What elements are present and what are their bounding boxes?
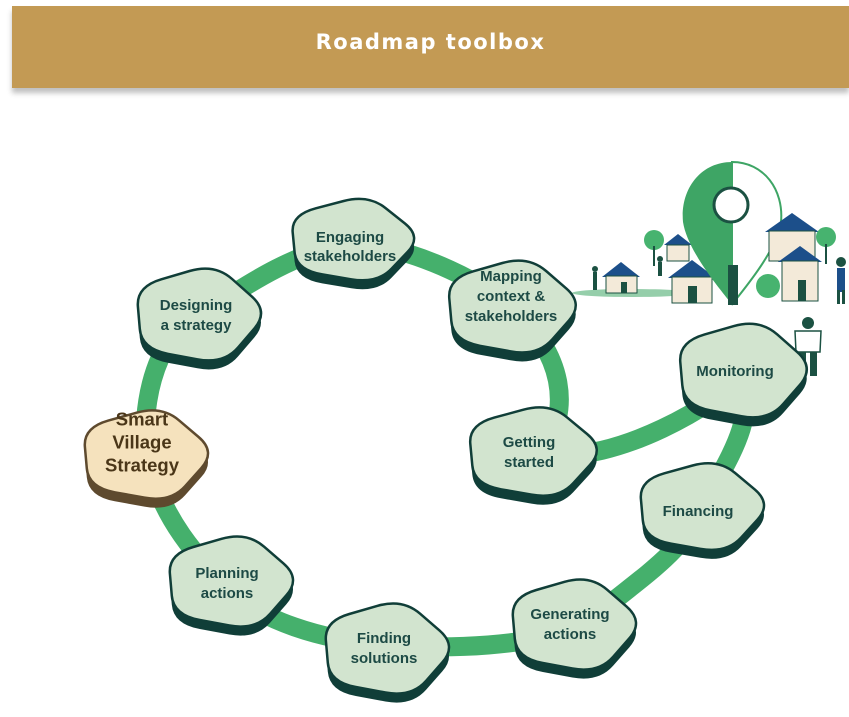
stage-node-generating-actions: Generating actions xyxy=(511,578,638,679)
stage-label-line: Monitoring xyxy=(696,363,773,380)
stage-node-shape xyxy=(469,406,598,497)
stage-label-line: Strategy xyxy=(105,455,180,476)
stage-node-engaging-stakeholders: Engaging stakeholders xyxy=(291,197,416,290)
stage-node-shape xyxy=(168,535,295,628)
stage-node-shape xyxy=(679,322,808,419)
stage-label-line: actions xyxy=(544,626,597,643)
stage-node-shape xyxy=(639,462,766,552)
stage-label-line: Village xyxy=(112,432,171,453)
stage-label: Engaging stakeholders xyxy=(304,229,397,265)
stage-label-line: stakeholders xyxy=(304,248,397,265)
stage-label-line: Mapping xyxy=(480,268,542,285)
stage-node-shape xyxy=(324,602,451,695)
stage-label-line: Designing xyxy=(160,297,233,314)
stage-node-getting-started: Getting started xyxy=(469,406,598,505)
stage-label-line: Financing xyxy=(663,503,734,520)
stage-node-shape xyxy=(448,259,577,354)
stage-label-line: Smart xyxy=(116,409,168,430)
header-bar: Roadmap toolbox xyxy=(12,6,849,88)
stage-node-monitoring: Monitoring xyxy=(679,322,808,427)
stage-label-line: Engaging xyxy=(316,229,384,246)
stage-node-financing: Financing xyxy=(639,462,766,559)
stage-label: Monitoring xyxy=(696,363,773,380)
stage-label: Financing xyxy=(663,503,734,520)
stage-label-line: Planning xyxy=(195,565,258,582)
stage-node-shape xyxy=(136,267,263,362)
stage-node-shape xyxy=(83,409,210,500)
stage-node-shape xyxy=(511,578,638,671)
stage-label-line: context & xyxy=(477,288,546,305)
stage-node-designing-a-strategy: Designing a strategy xyxy=(136,267,263,370)
stage-label-line: actions xyxy=(201,585,254,602)
stage-node-shape xyxy=(291,197,416,282)
stage-label-line: started xyxy=(504,454,554,471)
stage-label-line: Getting xyxy=(503,434,556,451)
stage-label-line: solutions xyxy=(351,650,418,667)
village-location-pin-illustration xyxy=(572,160,846,306)
stage-label: Getting started xyxy=(503,434,556,471)
stage-node-finding-solutions: Finding solutions xyxy=(324,602,451,703)
stage-label: Designing a strategy xyxy=(160,297,233,334)
stage-label-line: Generating xyxy=(530,606,609,623)
stage-label: Finding solutions xyxy=(351,630,418,667)
stage-label: Generating actions xyxy=(530,606,609,643)
stage-label-line: a strategy xyxy=(161,317,233,334)
stage-label-line: stakeholders xyxy=(465,308,558,325)
stage-label: Mapping context & stakeholders xyxy=(465,268,558,325)
stage-node-mapping-context-stakeholders: Mapping context & stakeholders xyxy=(448,259,577,362)
stage-label-line: Finding xyxy=(357,630,411,647)
page-title: Roadmap toolbox xyxy=(315,30,546,54)
stage-label: Planning actions xyxy=(195,565,258,602)
stage-node-planning-actions: Planning actions xyxy=(168,535,295,636)
